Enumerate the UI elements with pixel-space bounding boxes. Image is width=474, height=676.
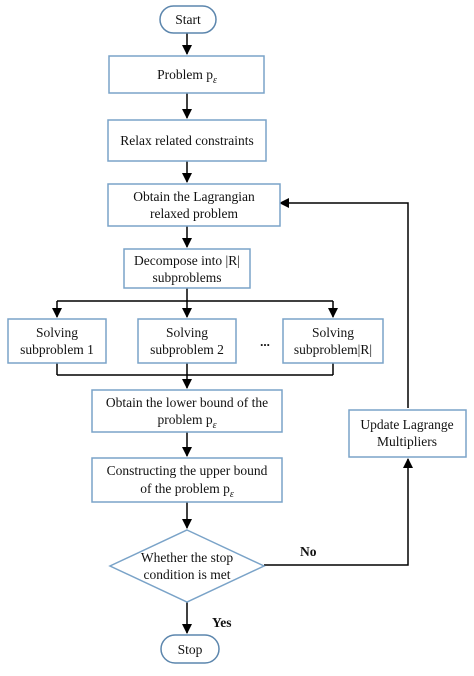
problem-label: Problem p bbox=[157, 67, 213, 82]
svg-text:problem pε: problem pε bbox=[157, 412, 216, 431]
lagrangian-line2: relaxed problem bbox=[150, 206, 239, 221]
lagrangian-box: Obtain the Lagrangian relaxed problem bbox=[107, 183, 281, 227]
start-terminal: Start bbox=[159, 5, 217, 34]
upper-subscript: ε bbox=[230, 489, 234, 500]
decompose-line1: Decompose into |R| bbox=[134, 253, 240, 268]
stop-condition-diamond: Whether the stop condition is met bbox=[108, 529, 266, 603]
decision-line1: Whether the stop bbox=[141, 550, 233, 565]
relax-box: Relax related constraints bbox=[107, 119, 267, 162]
lower-subscript: ε bbox=[213, 420, 217, 431]
solveR-line2: subproblem|R| bbox=[294, 342, 372, 357]
lagrangian-line1: Obtain the Lagrangian bbox=[133, 189, 255, 204]
solve1-box: Solving subproblem 1 bbox=[7, 318, 107, 364]
upper-bound-box: Constructing the upper bound of the prob… bbox=[91, 457, 283, 503]
decompose-box: Decompose into |R| subproblems bbox=[123, 248, 251, 289]
upper-line1: Constructing the upper bound bbox=[107, 463, 268, 478]
decompose-line2: subproblems bbox=[153, 270, 222, 285]
solve2-line2: subproblem 2 bbox=[150, 342, 224, 357]
solveR-box: Solving subproblem|R| bbox=[282, 318, 384, 364]
svg-text:Problem pε: Problem pε bbox=[157, 67, 217, 86]
solve1-line1: Solving bbox=[36, 325, 78, 340]
update-line2: Multipliers bbox=[377, 434, 437, 449]
solve2-line1: Solving bbox=[166, 325, 208, 340]
problem-box: Problem pε bbox=[108, 55, 265, 94]
start-label: Start bbox=[175, 12, 201, 27]
connectors bbox=[52, 33, 413, 634]
svg-text:of the problem pε: of the problem pε bbox=[140, 481, 234, 500]
lower-line2: problem p bbox=[157, 412, 212, 427]
update-multipliers-box: Update Lagrange Multipliers bbox=[348, 409, 467, 458]
decision-line2: condition is met bbox=[144, 567, 231, 582]
update-line1: Update Lagrange bbox=[360, 417, 453, 432]
stop-terminal: Stop bbox=[160, 634, 220, 664]
no-label: No bbox=[300, 544, 317, 559]
lower-bound-box: Obtain the lower bound of the problem pε bbox=[91, 389, 283, 433]
line-no-branch bbox=[264, 458, 413, 566]
line-update-to-lagrangian bbox=[279, 198, 409, 408]
yes-label: Yes bbox=[212, 615, 232, 630]
solve1-line2: subproblem 1 bbox=[20, 342, 94, 357]
lower-line1: Obtain the lower bound of the bbox=[106, 395, 268, 410]
problem-subscript: ε bbox=[213, 75, 217, 86]
solve2-box: Solving subproblem 2 bbox=[137, 318, 237, 364]
stop-label: Stop bbox=[178, 642, 203, 657]
ellipsis-label: ... bbox=[260, 334, 270, 349]
relax-label: Relax related constraints bbox=[120, 133, 253, 148]
upper-line2: of the problem p bbox=[140, 481, 230, 496]
solveR-line1: Solving bbox=[312, 325, 354, 340]
